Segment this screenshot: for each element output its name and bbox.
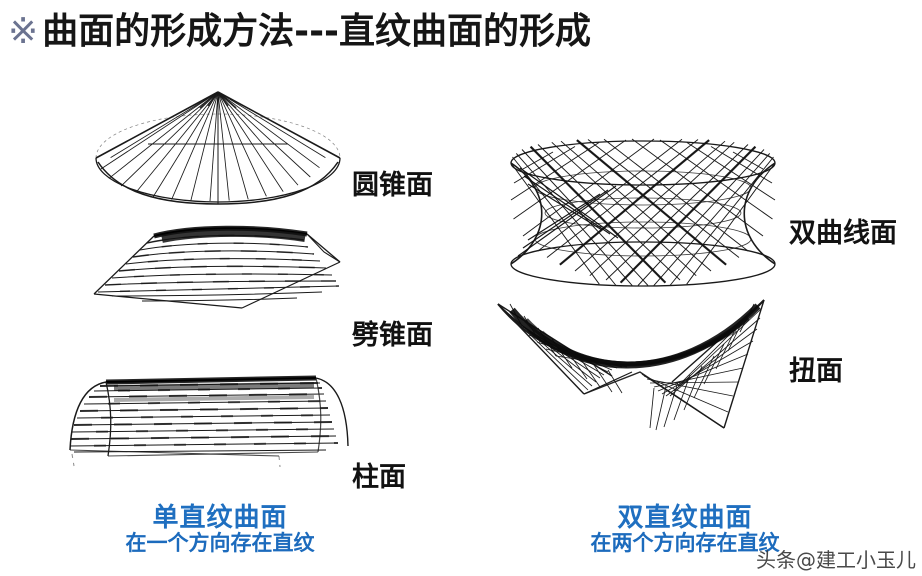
wedge-cone-surface-drawing <box>93 225 341 309</box>
cylindrical-surface-drawing <box>69 375 349 468</box>
twisted-surface-label: 扭面 <box>789 356 843 387</box>
cylindrical-surface-label: 柱面 <box>352 462 406 493</box>
double-ruled-surface-caption: 双直纹曲面 在两个方向存在直纹 <box>535 504 835 556</box>
page-title-text: 曲面的形成方法---直纹曲面的形成 <box>42 11 591 52</box>
double-ruled-caption-title: 双直纹曲面 <box>617 503 753 533</box>
page-title: ※ 曲面的形成方法---直纹曲面的形成 <box>8 6 591 58</box>
single-ruled-surface-caption: 单直纹曲面 在一个方向存在直纹 <box>70 504 370 556</box>
hyperboloid-surface-label: 双曲线面 <box>789 218 897 249</box>
hyperboloid-surface-drawing <box>510 138 776 287</box>
single-ruled-caption-title: 单直纹曲面 <box>152 503 288 533</box>
twisted-surface-figure <box>492 296 772 466</box>
cone-surface-figure <box>88 86 348 216</box>
wedge-cone-surface-figure <box>92 222 342 312</box>
single-ruled-caption-subtitle: 在一个方向存在直纹 <box>125 531 315 556</box>
cone-surface-drawing <box>95 91 341 205</box>
cone-surface-label: 圆锥面 <box>352 170 433 201</box>
twisted-surface-drawing <box>497 299 765 431</box>
reference-mark-icon: ※ <box>8 11 39 52</box>
watermark: 头条@建工小玉儿 <box>756 548 916 572</box>
hyperboloid-surface-figure <box>498 138 788 288</box>
double-ruled-caption-subtitle: 在两个方向存在直纹 <box>590 531 780 556</box>
cylindrical-surface-figure <box>64 368 354 468</box>
wedge-cone-surface-label: 劈锥面 <box>352 320 433 351</box>
